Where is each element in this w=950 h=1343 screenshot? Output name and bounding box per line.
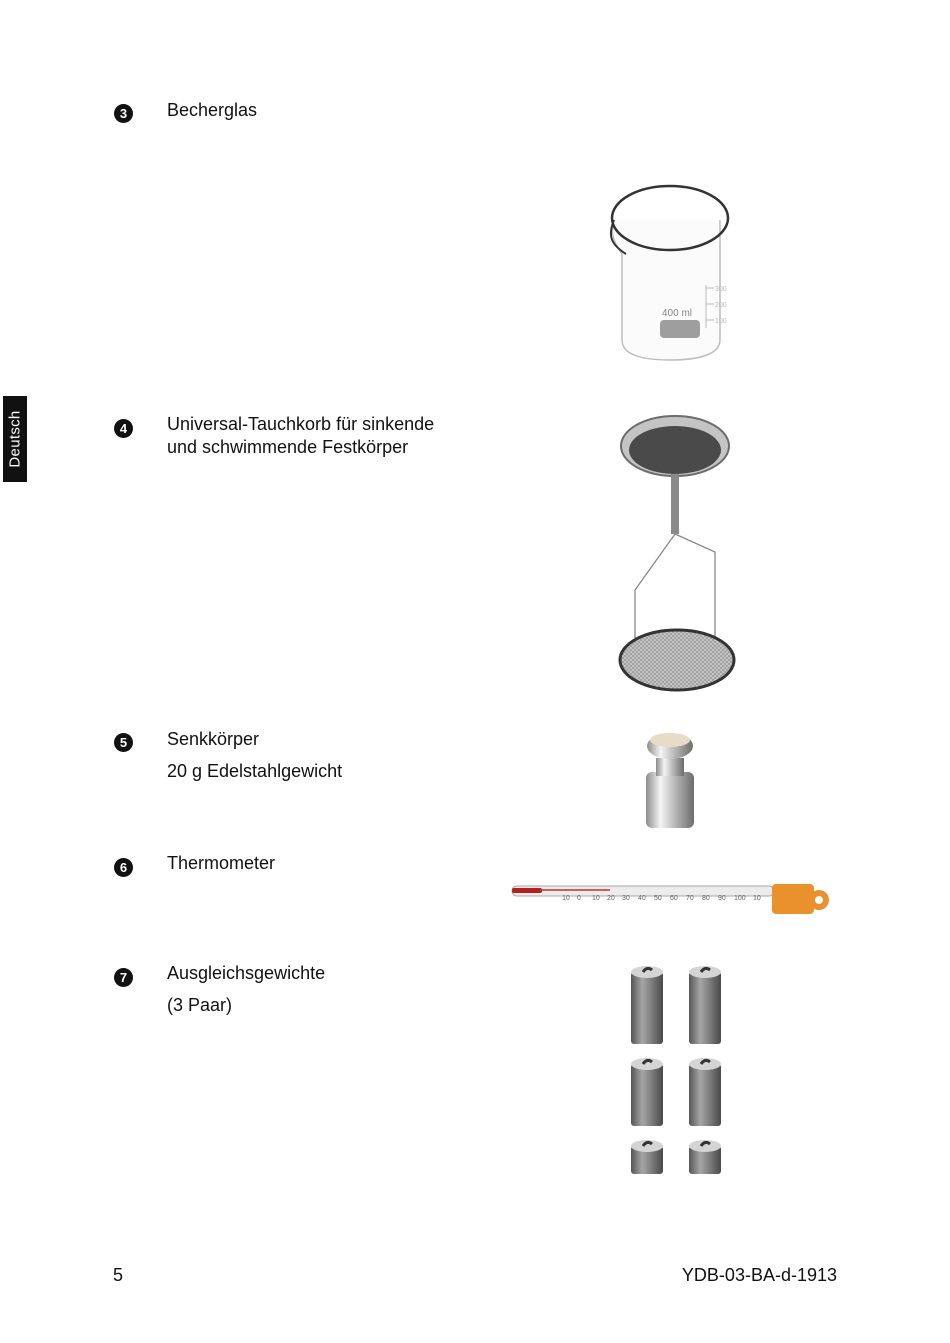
thermometer-scale-label: 20	[607, 895, 615, 902]
item-label-sub: 20 g Edelstahlgewicht	[167, 761, 343, 781]
thermometer-scale-label: 100	[734, 895, 746, 902]
weight-pair-small	[631, 1140, 721, 1174]
beaker-volume-mark: 400 ml	[662, 308, 692, 319]
weight-pair-large	[631, 966, 721, 1044]
weight-pair-medium	[631, 1058, 721, 1126]
thermometer-scale-label: 80	[702, 895, 710, 902]
thermometer-scale-label: 30	[622, 895, 630, 902]
thermometer-scale-label: 90	[718, 895, 726, 902]
sinker-weight-image	[646, 733, 694, 828]
thermometer-scale-label: 10	[592, 895, 600, 902]
item-label: Senkkörper 20 g Edelstahlgewicht	[167, 728, 342, 783]
thermometer-scale-label: 40	[638, 895, 646, 902]
item-label-sub: (3 Paar)	[167, 995, 233, 1015]
item-label-main: Ausgleichsgewichte	[167, 963, 326, 983]
immersion-basket-image	[618, 415, 736, 692]
document-code: YDB-03-BA-d-1913	[681, 1265, 837, 1285]
item-label: Universal-Tauchkorb für sinkende und sch…	[167, 414, 435, 457]
item-label-main: Senkkörper	[167, 729, 260, 749]
thermometer-scale-label: 60	[670, 895, 678, 902]
thermometer-scale-label: 70	[686, 895, 694, 902]
beaker-scale-label: 200	[715, 302, 727, 309]
language-tab-label: Deutsch	[6, 410, 24, 468]
beaker-image: 400 ml 300 200 100	[609, 184, 730, 361]
item-label: Ausgleichsgewichte (3 Paar)	[167, 962, 325, 1017]
item-number-badge: 7	[114, 968, 133, 987]
item-number-badge: 4	[114, 419, 133, 438]
thermometer-scale-label: 10	[562, 895, 570, 902]
thermometer-scale-label: 0	[577, 895, 581, 902]
thermometer-image: 10 0 10 20 30 40 50 60 70 80 90 100 10	[511, 884, 829, 914]
language-tab: Deutsch	[3, 396, 27, 482]
item-label: Thermometer	[167, 853, 276, 873]
balancing-weights-image	[631, 966, 721, 1174]
item-number-badge: 6	[114, 858, 133, 877]
thermometer-scale-label: 50	[654, 895, 662, 902]
beaker-scale-label: 300	[715, 286, 727, 293]
item-number-badge: 3	[114, 104, 133, 123]
thermometer-scale-label: 10	[753, 895, 761, 902]
page-number: 5	[113, 1265, 124, 1285]
beaker-scale-label: 100	[715, 318, 727, 325]
item-label: Becherglas	[167, 100, 258, 120]
item-number-badge: 5	[114, 733, 133, 752]
